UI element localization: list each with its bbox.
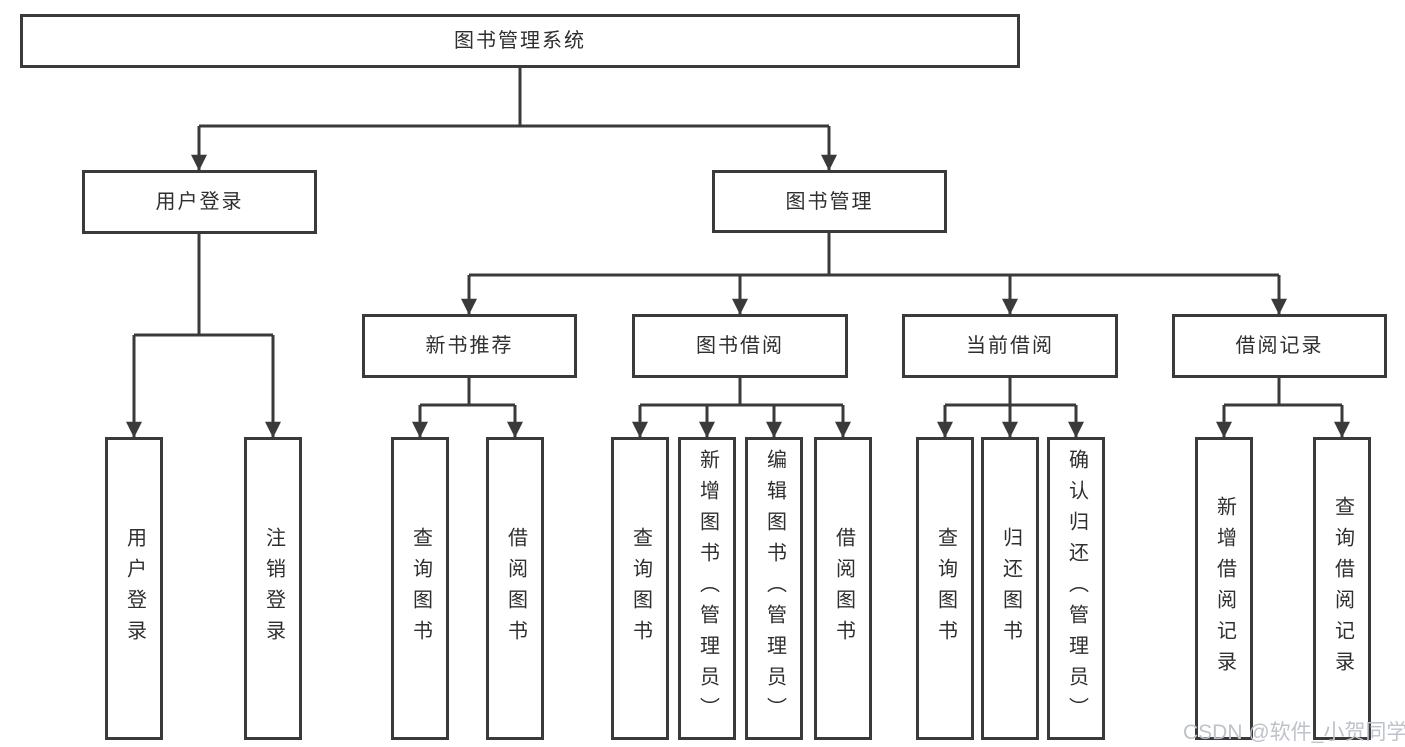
node-root: 图书管理系统 (20, 14, 1020, 68)
edge-user-login-trunk (134, 234, 273, 337)
node-book-borrow: 图书借阅 (632, 314, 848, 378)
node-leaf-borrow-books-recommend: 借阅图书 (486, 437, 544, 740)
node-borrow-records: 借阅记录 (1172, 314, 1387, 378)
edge-new-book-trunk (420, 378, 515, 407)
node-leaf-return-books: 归还图书 (981, 437, 1039, 740)
edge-book-borrow-trunk (640, 378, 843, 407)
node-leaf-user-login: 用户登录 (105, 437, 163, 740)
node-leaf-edit-books-admin: 编辑图书（管理员） (745, 437, 803, 740)
node-user-login: 用户登录 (82, 170, 317, 234)
watermark: CSDN @软件_小贺同学 (1183, 721, 1405, 744)
edge-current-borrow-trunk (945, 378, 1076, 407)
node-new-book-recommend: 新书推荐 (362, 314, 577, 378)
node-leaf-query-books-borrow: 查询图书 (611, 437, 669, 740)
node-leaf-add-books-admin: 新增图书（管理员） (678, 437, 736, 740)
node-leaf-borrow-books-borrow: 借阅图书 (814, 437, 872, 740)
edge-root-trunk (199, 68, 829, 128)
node-leaf-confirm-return-admin: 确认归还（管理员） (1047, 437, 1105, 740)
node-current-borrow: 当前借阅 (902, 314, 1118, 378)
node-leaf-query-borrow-record: 查询借阅记录 (1313, 437, 1371, 740)
node-leaf-query-books-current: 查询图书 (916, 437, 974, 740)
edge-borrow-records-trunk (1224, 378, 1342, 407)
node-leaf-logout: 注销登录 (244, 437, 302, 740)
node-leaf-query-books-recommend: 查询图书 (391, 437, 449, 740)
node-book-management: 图书管理 (712, 170, 947, 233)
edge-book-management-trunk (469, 233, 1279, 277)
node-leaf-add-borrow-record: 新增借阅记录 (1195, 437, 1253, 740)
